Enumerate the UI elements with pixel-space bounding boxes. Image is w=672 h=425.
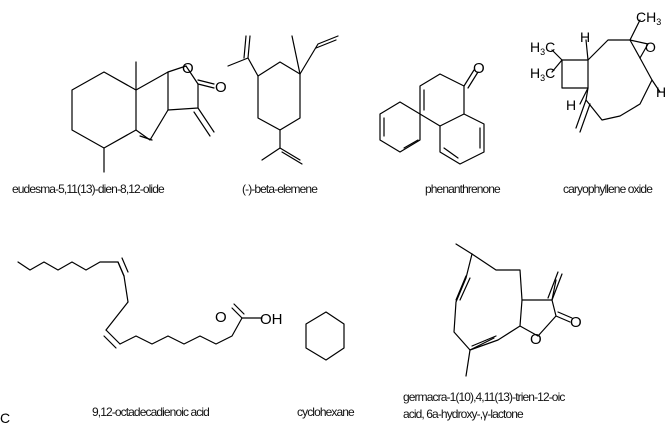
phenanthrenone-bonds — [379, 69, 485, 165]
caryophyllene-h-right: H — [656, 84, 666, 100]
eudesmadienolide-name: eudesma-5,11(13)-dien-8,12-olide — [12, 182, 165, 196]
molecule-linoleic-acid: O OH 9,12-octadecadienoic acid — [17, 257, 283, 419]
caryophyllene-oxide-name: caryophyllene oxide — [563, 182, 653, 196]
eudesmadienolide-carbonyl-oxygen: O — [215, 79, 227, 96]
molecule-caryophyllene-oxide: H3C H3C H H O H CH3 caryophyllene oxide — [530, 9, 666, 196]
edge-fragment-label: C — [0, 410, 10, 425]
phenanthrenone-oxygen: O — [473, 60, 485, 77]
germacratrienolide-name-line1: germacra-1(10),4,11(13)-trien-12-oic — [403, 390, 565, 404]
molecule-beta-elemene: (-)-beta-elemene — [227, 35, 339, 196]
cyclohexane-name: cyclohexane — [297, 405, 355, 419]
germacratrienolide-ring-oxygen: O — [530, 331, 542, 348]
caryophyllene-methyl-1-carbon: H3C — [530, 39, 555, 57]
caryophyllene-oxide-bonds — [551, 19, 661, 133]
caryophyllene-h-top: H — [580, 29, 590, 45]
germacratrienolide-name-line2: acid, 6a-hydroxy-,γ-lactone — [403, 407, 524, 421]
linoleic-acid-hydroxyl: OH — [260, 311, 283, 328]
beta-elemene-bonds — [227, 35, 339, 165]
germacratrienolide-bonds — [453, 243, 573, 377]
caryophyllene-methyl-2-carbon: H3C — [530, 65, 555, 83]
caryophyllene-epoxide-oxygen: O — [645, 39, 656, 55]
molecule-germacratrienolide: O O germacra-1(10),4,11(13)-trien-12-oic… — [403, 243, 582, 421]
linoleic-acid-carbonyl-oxygen: O — [215, 309, 227, 326]
caryophyllene-methyl-3: CH3 — [636, 9, 661, 27]
linoleic-acid-name: 9,12-octadecadienoic acid — [92, 405, 209, 419]
phenanthrenone-name: phenanthrenone — [425, 182, 501, 196]
linoleic-acid-bonds — [17, 257, 263, 349]
molecule-eudesmadienolide: O O eudesma-5,11(13)-dien-8,12-olide — [12, 60, 227, 196]
molecule-phenanthrenone: O phenanthrenone — [379, 60, 502, 196]
eudesmadienolide-ring-oxygen: O — [182, 60, 194, 77]
cyclohexane-ring — [305, 311, 345, 361]
germacratrienolide-carbonyl-oxygen: O — [570, 314, 582, 331]
molecule-cyclohexane: cyclohexane — [297, 311, 356, 419]
caryophyllene-h-bottom: H — [566, 97, 576, 113]
beta-elemene-name: (-)-beta-elemene — [242, 182, 318, 196]
eudesmadienolide-bonds — [71, 61, 215, 173]
